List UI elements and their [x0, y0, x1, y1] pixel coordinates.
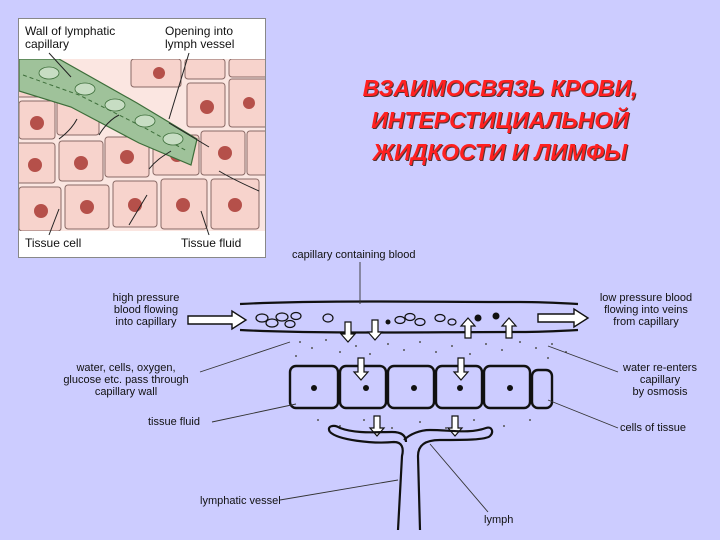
tissue-illustration-svg	[19, 52, 265, 236]
slide-title: ВЗАИМОСВЯЗЬ КРОВИ, ИНТЕРСТИЦИАЛЬНОЙ ЖИДК…	[300, 72, 700, 168]
fluid-flow-arrows	[58, 114, 260, 226]
tissue-cells	[19, 59, 265, 231]
lymphatic-vessel-label: lymphatic vessel	[200, 495, 281, 507]
capillary-containing-blood-label: capillary containing blood	[292, 249, 416, 261]
tissue-fluid-schematic-label: tissue fluid	[148, 416, 200, 428]
cells-of-tissue-label: cells of tissue	[620, 422, 687, 434]
lymph-label: lymph	[484, 514, 514, 526]
high-pressure-label: high pressure blood flowing into capilla…	[112, 292, 180, 328]
inflow-arrow	[187, 309, 248, 331]
wall-of-lymphatic-capillary-label: Wall of lymphatic capillary	[25, 24, 116, 51]
capillary-upper-wall	[239, 300, 579, 306]
water-passes-label: water, cells, oxygen, glucose etc. pass …	[63, 362, 189, 398]
lymph-capillary-illustration: Wall of lymphatic capillary Opening into…	[18, 18, 266, 258]
title-line-3: ЖИДКОСТИ И ЛИМФЫ	[372, 139, 628, 165]
opening-into-lymph-vessel-label: Opening into lymph vessel	[165, 24, 235, 51]
blood-cells	[255, 311, 457, 329]
low-pressure-label: low pressure blood flowing into veins fr…	[599, 292, 693, 328]
tissue-fluid-label: Tissue fluid	[181, 236, 242, 250]
tissue-fluid-dots	[295, 339, 567, 429]
capillary-lower-wall	[239, 328, 579, 334]
title-line-2: ИНТЕРСТИЦИАЛЬНОЙ	[371, 107, 629, 133]
label-leader-lines	[199, 262, 619, 513]
water-reenters-label: water re-enters capillary by osmosis	[623, 362, 697, 398]
outflow-arrow	[537, 307, 590, 329]
lymphatic-capillary-wall	[19, 59, 198, 166]
title-line-1: ВЗАИМОСВЯЗЬ КРОВИ,	[362, 75, 638, 101]
tissue-cell-label: Tissue cell	[25, 236, 82, 250]
lymphatic-vessel-outline	[329, 426, 494, 531]
cell-nuclei	[28, 67, 255, 218]
